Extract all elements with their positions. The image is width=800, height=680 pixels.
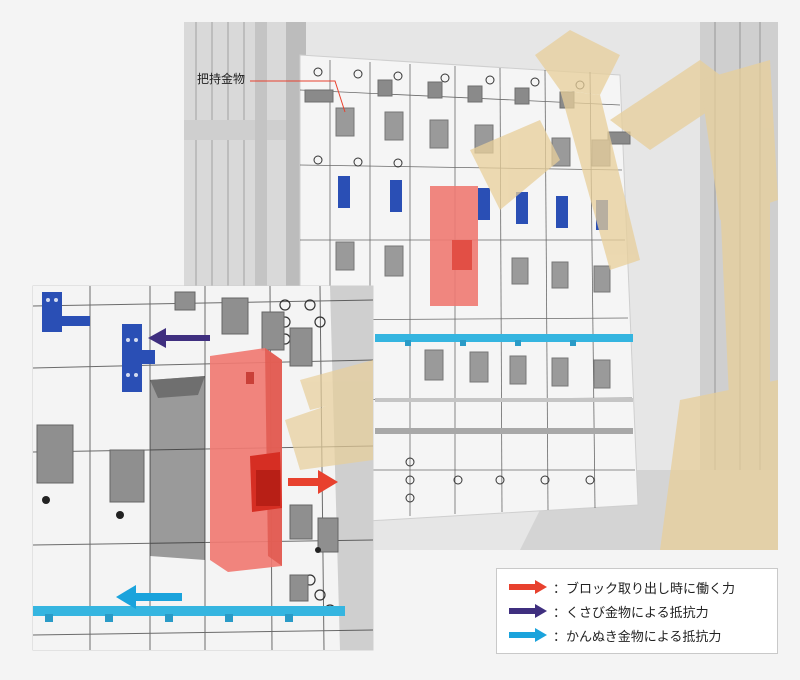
- cyan-arrow-icon: [507, 628, 549, 642]
- legend-label: ：くさび金物による抵抗力: [553, 602, 709, 621]
- red-arrow-icon: [507, 580, 549, 594]
- legend-item-extraction-force: ：ブロック取り出し時に働く力: [507, 575, 767, 599]
- legend: ：ブロック取り出し時に働く力 ：くさび金物による抵抗力 ：かんぬき金物による抵抗…: [496, 568, 778, 654]
- legend-item-bolt-resistance: ：かんぬき金物による抵抗力: [507, 623, 767, 647]
- legend-label: ：かんぬき金物による抵抗力: [553, 626, 721, 645]
- legend-label: ：ブロック取り出し時に働く力: [553, 578, 735, 597]
- legend-item-wedge-resistance: ：くさび金物による抵抗力: [507, 599, 767, 623]
- detail-view: [33, 286, 373, 650]
- concrete-block: [210, 348, 282, 572]
- purple-arrow-icon: [507, 604, 549, 618]
- callout-holding-fitting: 把持金物: [197, 70, 245, 87]
- opening: [150, 376, 205, 560]
